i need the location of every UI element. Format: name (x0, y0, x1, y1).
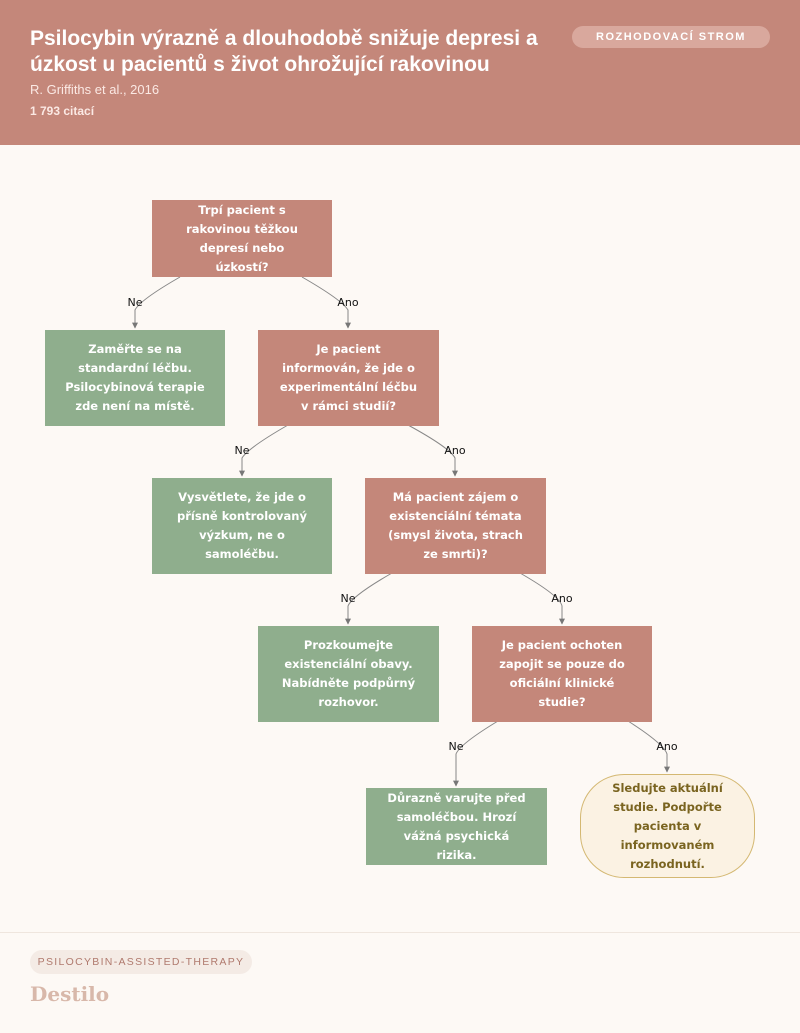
edge-q2-no (239, 424, 289, 477)
answer-node-2: Vysvětlete, že jde o přísně kontrolovaný… (152, 478, 332, 574)
edge-q2-yes (407, 424, 458, 477)
edge-label-yes: Ano (444, 444, 466, 457)
answer-node-1: Zaměřte se na standardní léčbu. Psilocyb… (45, 330, 225, 426)
question-node-3: Má pacient zájem o existenciální témata … (365, 478, 546, 574)
edge-label-no: Ne (340, 592, 356, 605)
edge-q3-yes (519, 572, 565, 625)
type-badge: ROZHODOVACÍ STROM (572, 26, 770, 48)
edge-label-yes: Ano (656, 740, 678, 753)
paper-authors: R. Griffiths et al., 2016 (30, 82, 160, 97)
edge-label-no: Ne (127, 296, 143, 309)
edge-q3-no (345, 572, 393, 625)
page-title: Psilocybin výrazně a dlouhodobě snižuje … (30, 27, 538, 76)
edge-q1-no (132, 276, 181, 329)
question-node-1: Trpí pacient s rakovinou těžkou depresí … (152, 200, 332, 277)
topic-tag[interactable]: PSILOCYBIN-ASSISTED-THERAPY (30, 950, 252, 974)
edge-label-no: Ne (234, 444, 250, 457)
answer-node-3: Prozkoumejte existenciální obavy. Nabídn… (258, 626, 439, 722)
answer-node-4: Důrazně varujte před samoléčbou. Hrozí v… (366, 788, 547, 865)
edge-label-yes: Ano (551, 592, 573, 605)
question-node-4: Je pacient ochoten zapojit se pouze do o… (472, 626, 652, 722)
citation-count: 1 793 citací (30, 104, 95, 118)
brand-logo: Destilo (30, 982, 110, 1006)
question-node-2: Je pacient informován, že jde o experime… (258, 330, 439, 426)
edge-q1-yes (301, 276, 351, 329)
edge-label-no: Ne (448, 740, 464, 753)
header-banner: Psilocybin výrazně a dlouhodobě snižuje … (0, 0, 800, 145)
edge-label-yes: Ano (337, 296, 359, 309)
final-recommendation-node: Sledujte aktuální studie. Podpořte pacie… (580, 774, 755, 878)
edge-q4-yes (627, 720, 670, 773)
footer-divider (0, 932, 800, 933)
edge-q4-no (453, 720, 499, 787)
